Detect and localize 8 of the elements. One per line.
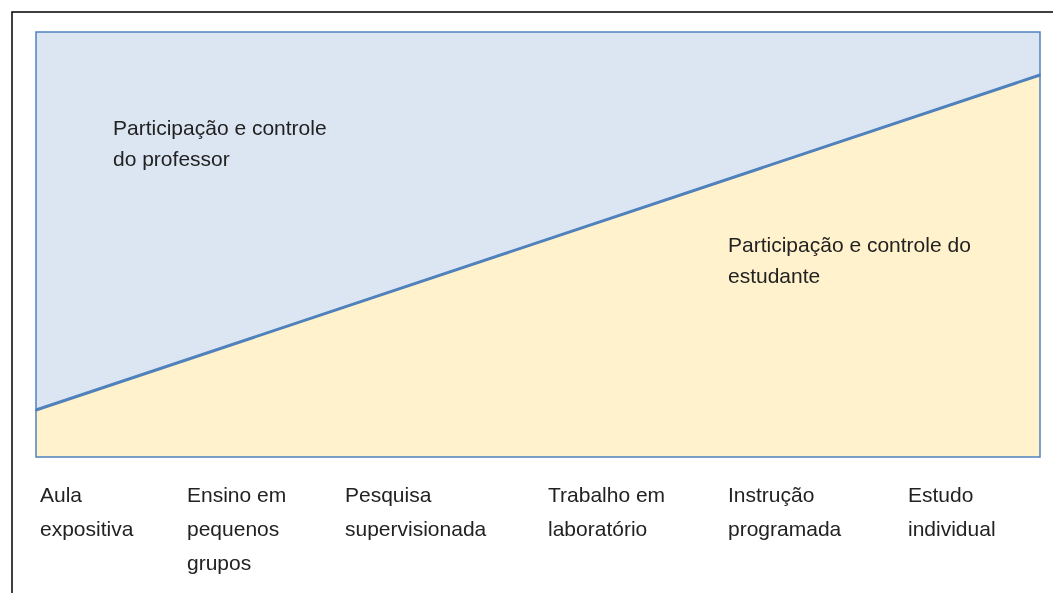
category-label: Pesquisa supervisionada bbox=[345, 482, 488, 542]
category-label: Trabalho em laboratório bbox=[548, 482, 667, 542]
region-label: Participação e controle do professor bbox=[113, 115, 328, 172]
category-label: Estudo individual bbox=[908, 482, 997, 542]
region-label: Participação e controle do estudante bbox=[728, 232, 972, 289]
category-label: Instrução programada bbox=[728, 482, 843, 542]
category-label: Aula expositiva bbox=[40, 482, 135, 542]
category-label: Ensino em pequenos grupos bbox=[187, 482, 288, 576]
